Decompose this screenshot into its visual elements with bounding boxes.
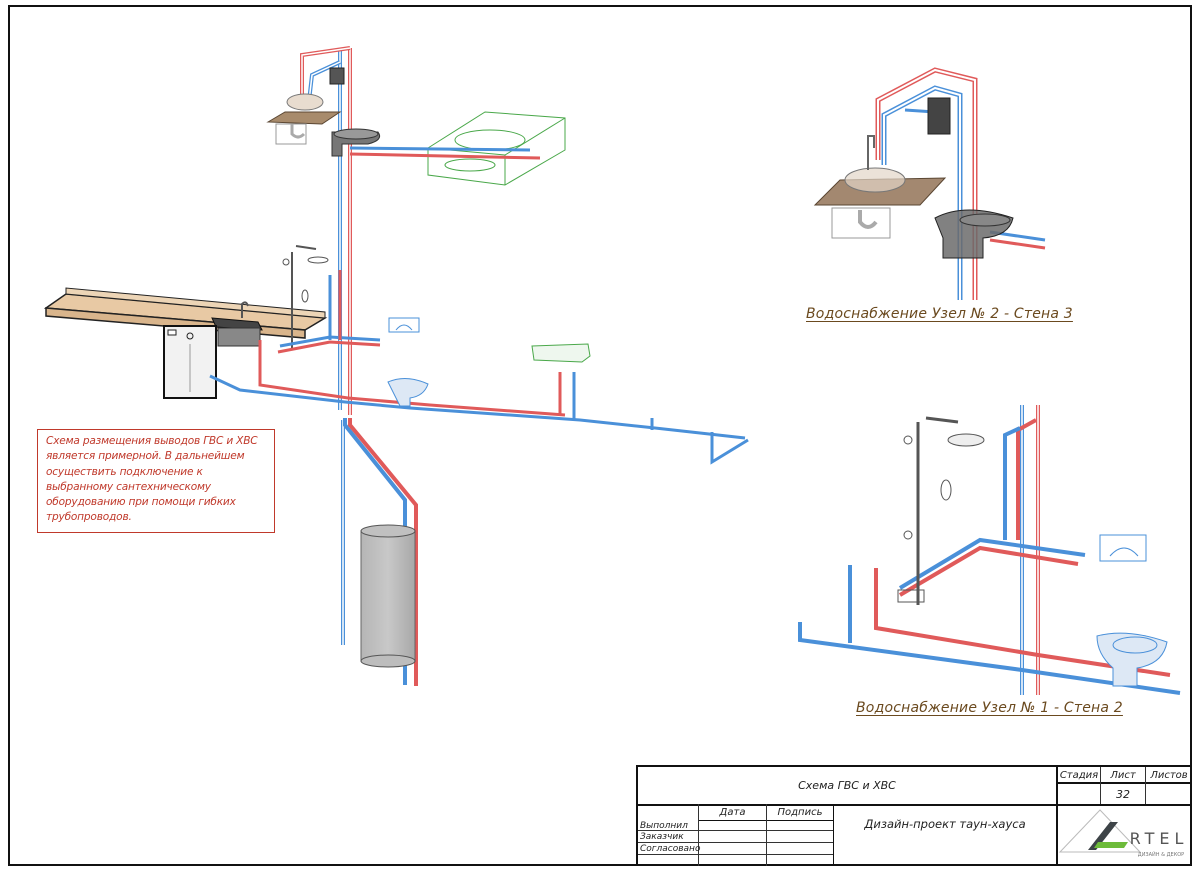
washbasin-node-2 — [813, 135, 947, 239]
flush-plate-icon-3 — [927, 97, 951, 135]
title-block: Схема ГВС и ХВС Стадия Лист Листов 32 Да… — [636, 765, 1192, 866]
sheets-header: Листов — [1150, 769, 1188, 781]
flush-plate-icon — [329, 67, 345, 85]
signature-header: Подпись — [777, 807, 823, 818]
toilet-node-2 — [934, 209, 1014, 259]
dishwasher — [163, 325, 217, 399]
note-box: Схема размещения выводов ГВС и ХВС являе… — [37, 429, 275, 533]
note-line: трубопроводов. — [46, 511, 132, 524]
washbasin-fixture — [266, 93, 342, 145]
kitchen-sink — [211, 301, 263, 347]
node-2-schematic — [813, 67, 1046, 300]
note-line: Схема размещения выводов ГВС и ХВС — [46, 435, 258, 447]
note-line: оборудованию при помощи гибких — [46, 496, 236, 509]
flush-plate-icon-2 — [388, 317, 420, 333]
shower-set-main — [282, 245, 329, 350]
sheet-header: Лист — [1110, 769, 1136, 781]
toilet-node-1 — [1096, 632, 1168, 687]
role-performed: Выполнил — [640, 820, 688, 831]
sheet-number: 32 — [1116, 787, 1130, 801]
role-approved: Согласовано — [640, 843, 701, 854]
logo-name: RTEL — [1129, 828, 1189, 848]
caption-node-1: Водоснабжение Узел № 1 - Стена 2 — [856, 700, 1123, 716]
stage-header: Стадия — [1059, 769, 1099, 781]
caption-node-2: Водоснабжение Узел № 2 - Стена 3 — [806, 306, 1073, 322]
note-line: является примерной. В дальнейшем — [46, 450, 245, 463]
note-line: осуществить подключение к — [46, 465, 203, 478]
flush-plate-icon-4 — [1099, 534, 1147, 562]
drawing-title: Схема ГВС и ХВС — [798, 779, 896, 792]
note-line: выбранному сантехническому — [46, 480, 211, 493]
logo-artel — [1058, 809, 1142, 853]
node-1-schematic — [798, 405, 1181, 695]
toilet-fixture-2 — [387, 378, 429, 407]
washbasin-green — [531, 343, 591, 363]
project-title: Дизайн-проект таун-хауса — [864, 817, 1026, 831]
cold-riser — [338, 48, 345, 645]
drawing-frame — [8, 5, 1192, 866]
toilet-fixture — [331, 128, 381, 157]
role-customer: Заказчик — [640, 831, 684, 842]
shower-set-node-1 — [897, 416, 985, 605]
date-header: Дата — [719, 807, 746, 818]
logo-tagline: ДИЗАЙН & ДЕКОР — [1137, 852, 1185, 858]
main-schematic — [43, 46, 749, 686]
water-heater — [360, 524, 416, 668]
